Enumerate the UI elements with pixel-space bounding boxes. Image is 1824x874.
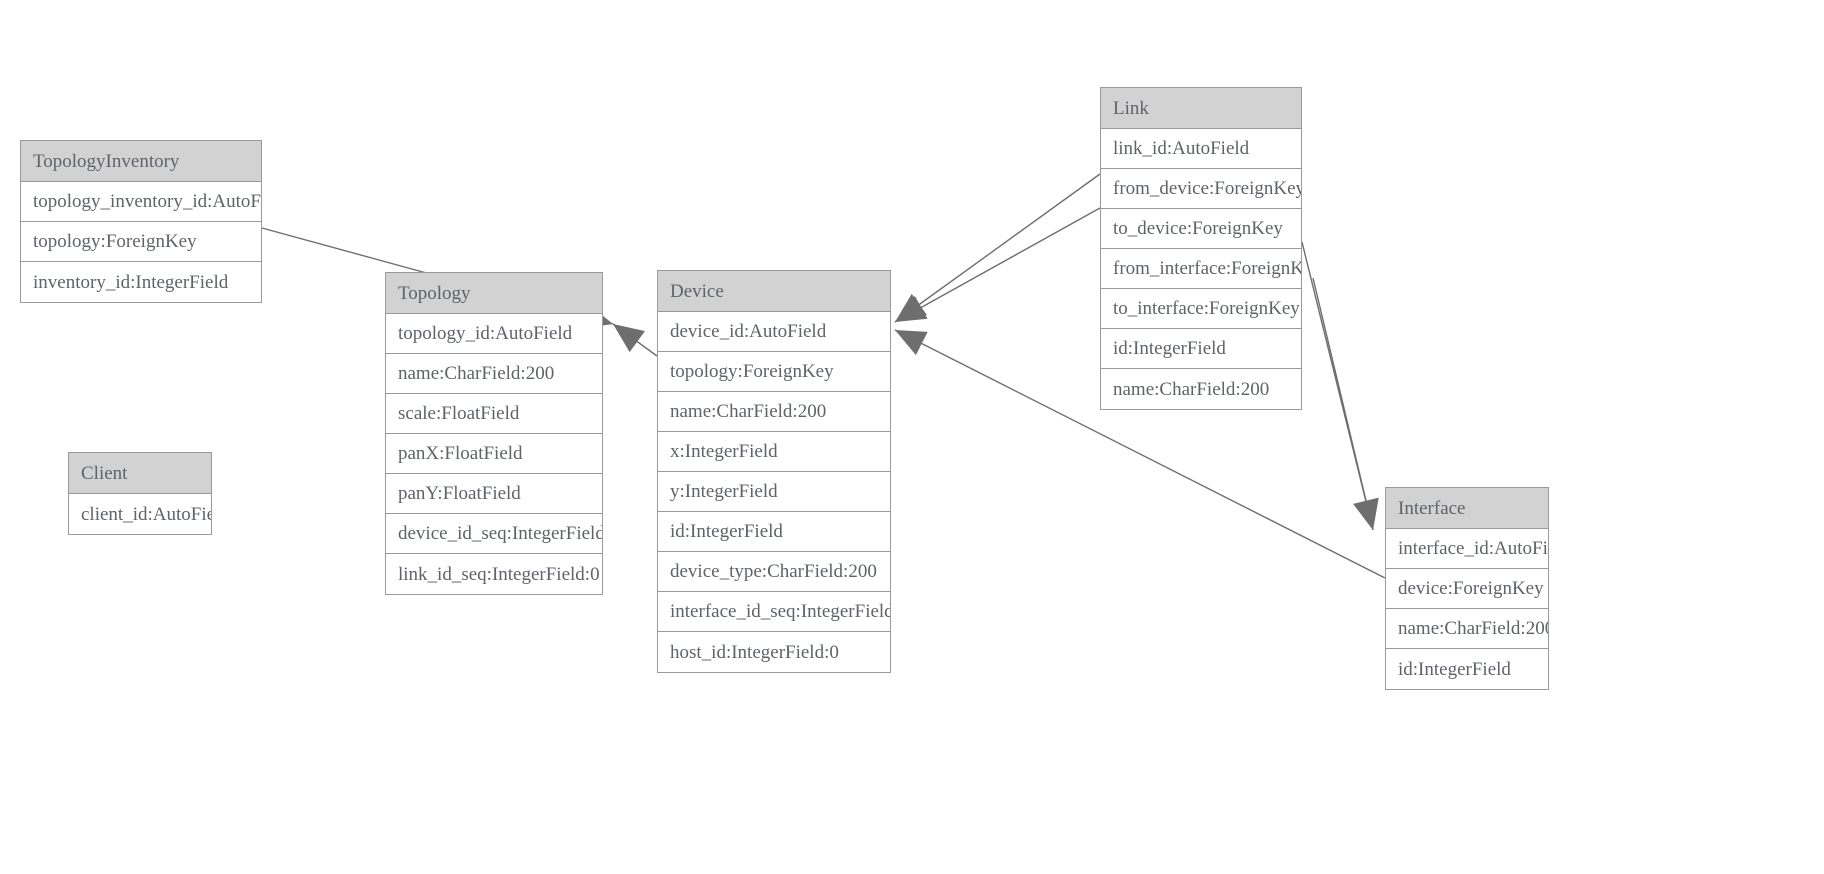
entity-field[interactable]: interface_id_seq:IntegerField:0 bbox=[658, 592, 890, 632]
relationship-arrowhead bbox=[895, 293, 927, 322]
entity-field[interactable]: topology_id:AutoField bbox=[386, 314, 602, 354]
entity-title-device: Device bbox=[658, 271, 890, 312]
entity-field[interactable]: interface_id:AutoField bbox=[1386, 529, 1548, 569]
entity-field[interactable]: link_id:AutoField bbox=[1101, 129, 1301, 169]
relationship-line bbox=[612, 323, 658, 357]
entity-field[interactable]: name:CharField:200 bbox=[1386, 609, 1548, 649]
entity-title-interface: Interface bbox=[1386, 488, 1548, 529]
entity-field[interactable]: to_interface:ForeignKey bbox=[1101, 289, 1301, 329]
entity-field[interactable]: link_id_seq:IntegerField:0 bbox=[386, 554, 602, 594]
entity-field-list: topology_inventory_id:AutoFieldtopology:… bbox=[21, 182, 261, 302]
relationship-line bbox=[1301, 241, 1374, 531]
entity-field[interactable]: inventory_id:IntegerField bbox=[21, 262, 261, 302]
entity-field[interactable]: panY:FloatField bbox=[386, 474, 602, 514]
entity-field[interactable]: client_id:AutoField bbox=[69, 494, 211, 534]
relationship-arrowhead bbox=[1353, 497, 1379, 530]
entity-title-client: Client bbox=[69, 453, 211, 494]
relationship-arrowhead bbox=[1353, 497, 1379, 530]
entity-field[interactable]: host_id:IntegerField:0 bbox=[658, 632, 890, 672]
entity-field[interactable]: name:CharField:200 bbox=[1101, 369, 1301, 409]
relationship-link-from-interface[interactable] bbox=[1301, 241, 1386, 533]
relationship-arrowhead bbox=[895, 330, 928, 356]
entity-field[interactable]: from_interface:ForeignKey bbox=[1101, 249, 1301, 289]
relationship-link-to-device[interactable] bbox=[889, 207, 1101, 333]
entity-field[interactable]: id:IntegerField bbox=[1386, 649, 1548, 689]
entity-field[interactable]: id:IntegerField bbox=[1101, 329, 1301, 369]
entity-field[interactable]: topology_inventory_id:AutoField bbox=[21, 182, 261, 222]
entity-field[interactable]: device_id_seq:IntegerField:0 bbox=[386, 514, 602, 554]
entity-title-topology: Topology bbox=[386, 273, 602, 314]
entity-field-list: interface_id:AutoFielddevice:ForeignKeyn… bbox=[1386, 529, 1548, 689]
relationship-line bbox=[894, 173, 1101, 323]
relationship-line bbox=[1312, 277, 1374, 531]
entity-field[interactable]: name:CharField:200 bbox=[386, 354, 602, 394]
entity-field[interactable]: to_device:ForeignKey bbox=[1101, 209, 1301, 249]
entity-field[interactable]: scale:FloatField bbox=[386, 394, 602, 434]
relationship-device-topology[interactable] bbox=[605, 313, 658, 357]
entity-field[interactable]: from_device:ForeignKey bbox=[1101, 169, 1301, 209]
relationship-link-from-device[interactable] bbox=[887, 173, 1101, 333]
relationship-link-to-interface[interactable] bbox=[1312, 277, 1386, 533]
entity-field[interactable]: panX:FloatField bbox=[386, 434, 602, 474]
relationship-arrowhead bbox=[895, 296, 928, 322]
entity-field[interactable]: topology:ForeignKey bbox=[21, 222, 261, 262]
entity-field[interactable]: device:ForeignKey bbox=[1386, 569, 1548, 609]
entity-field-list: client_id:AutoField bbox=[69, 494, 211, 534]
entity-field[interactable]: topology:ForeignKey bbox=[658, 352, 890, 392]
relationship-line bbox=[894, 207, 1101, 323]
entity-field[interactable]: x:IntegerField bbox=[658, 432, 890, 472]
entity-title-topology_inventory: TopologyInventory bbox=[21, 141, 261, 182]
entity-title-link: Link bbox=[1101, 88, 1301, 129]
entity-interface[interactable]: Interfaceinterface_id:AutoFielddevice:Fo… bbox=[1385, 487, 1549, 690]
entity-field[interactable]: name:CharField:200 bbox=[658, 392, 890, 432]
entity-field[interactable]: y:IntegerField bbox=[658, 472, 890, 512]
entity-field[interactable]: device_id:AutoField bbox=[658, 312, 890, 352]
relationship-arrowhead bbox=[613, 324, 645, 353]
entity-field[interactable]: device_type:CharField:200 bbox=[658, 552, 890, 592]
entity-field[interactable]: id:IntegerField bbox=[658, 512, 890, 552]
